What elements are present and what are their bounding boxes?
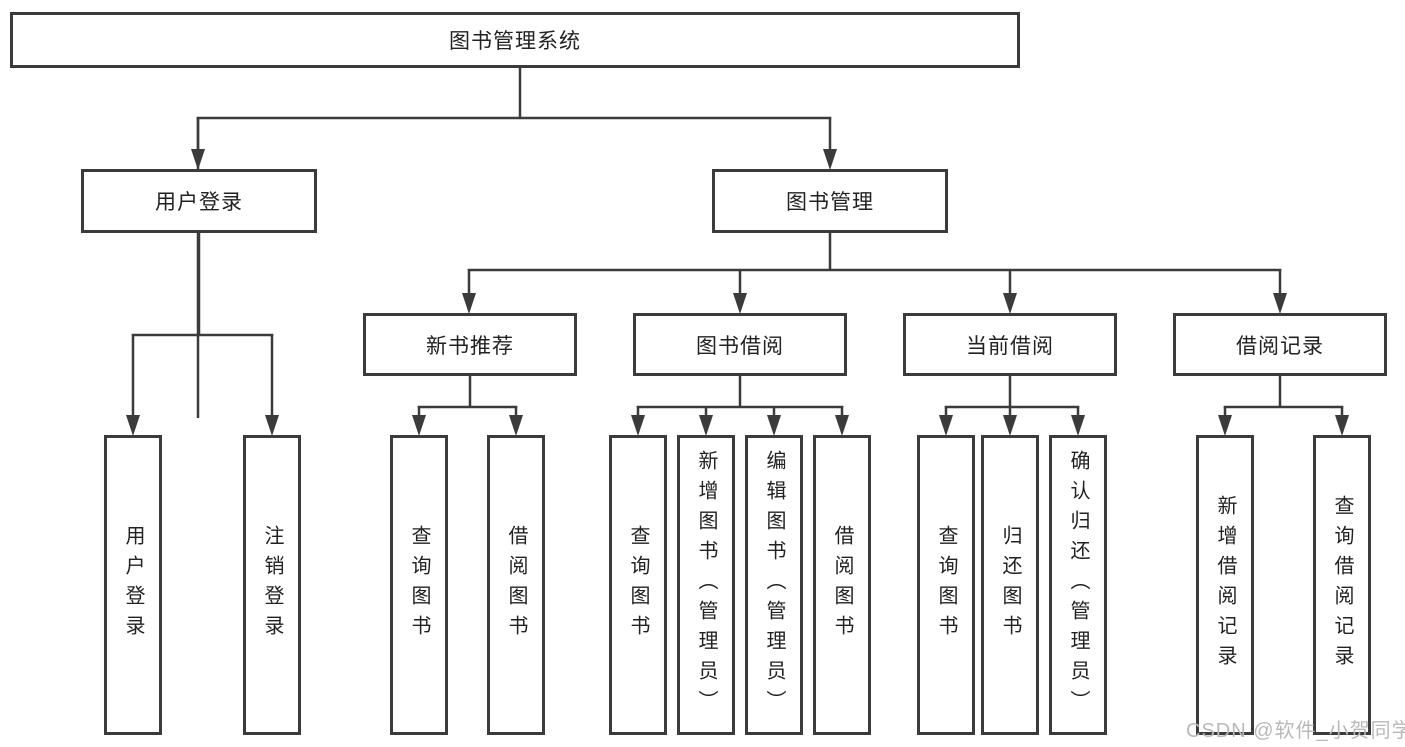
leaf-return-books-label: 归还图书 (999, 525, 1021, 645)
node-book-borrow-label: 图书借阅 (696, 334, 784, 358)
arrowheads (126, 149, 1349, 436)
leaf-query-books-1: 查询图书 (390, 435, 448, 735)
leaf-borrow-books-2-label: 借阅图书 (831, 525, 853, 645)
node-current-borrow: 当前借阅 (903, 313, 1117, 376)
node-library-system-label: 图书管理系统 (449, 30, 581, 53)
leaf-user-login: 用户登录 (104, 435, 162, 735)
node-borrow-records-label: 借阅记录 (1236, 334, 1324, 358)
leaf-query-books-1-label: 查询图书 (408, 525, 430, 645)
node-new-book-recommend-label: 新书推荐 (426, 334, 514, 358)
node-borrow-records: 借阅记录 (1173, 313, 1387, 376)
leaf-borrow-books-1-label: 借阅图书 (505, 525, 527, 645)
leaf-borrow-books-1: 借阅图书 (487, 435, 545, 735)
csdn-watermark: CSDN @软件_小贺同学 (1186, 720, 1405, 742)
leaf-query-borrow-record: 查询借阅记录 (1313, 435, 1371, 735)
leaf-confirm-return-admin-label: 确认归还（管理员） (1067, 450, 1089, 720)
leaf-add-book-admin: 新增图书（管理员） (677, 435, 735, 735)
leaf-query-books-2-label: 查询图书 (627, 525, 649, 645)
leaf-user-login-label: 用户登录 (122, 525, 144, 645)
leaf-return-books: 归还图书 (981, 435, 1039, 735)
leaf-confirm-return-admin: 确认归还（管理员） (1049, 435, 1107, 735)
node-new-book-recommend: 新书推荐 (363, 313, 577, 376)
leaf-logout-label: 注销登录 (261, 525, 283, 645)
leaf-add-book-admin-label: 新增图书（管理员） (695, 450, 717, 720)
node-user-login-label: 用户登录 (155, 191, 243, 214)
leaf-edit-book-admin-label: 编辑图书（管理员） (763, 450, 785, 720)
leaf-query-books-2: 查询图书 (609, 435, 667, 735)
leaf-query-books-3: 查询图书 (917, 435, 975, 735)
leaf-logout: 注销登录 (243, 435, 301, 735)
node-book-management: 图书管理 (712, 169, 948, 233)
leaf-add-borrow-record: 新增借阅记录 (1196, 435, 1254, 735)
leaf-query-borrow-record-label: 查询借阅记录 (1331, 495, 1353, 675)
node-book-management-label: 图书管理 (786, 191, 874, 214)
node-current-borrow-label: 当前借阅 (966, 334, 1054, 358)
leaf-add-borrow-record-label: 新增借阅记录 (1214, 495, 1236, 675)
node-book-borrow: 图书借阅 (633, 313, 847, 376)
leaf-edit-book-admin: 编辑图书（管理员） (745, 435, 803, 735)
node-user-login: 用户登录 (81, 169, 317, 233)
leaf-query-books-3-label: 查询图书 (935, 525, 957, 645)
leaf-borrow-books-2: 借阅图书 (813, 435, 871, 735)
node-library-system: 图书管理系统 (10, 12, 1020, 68)
